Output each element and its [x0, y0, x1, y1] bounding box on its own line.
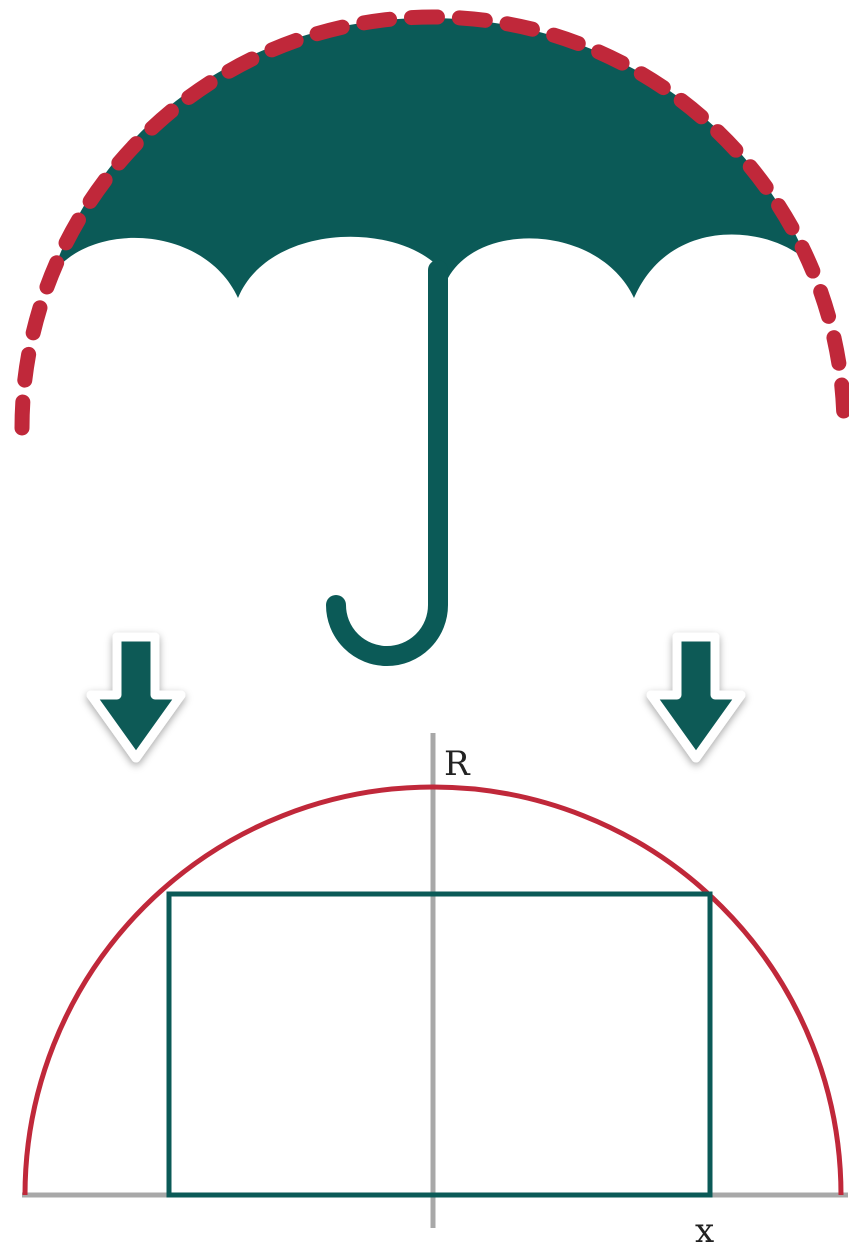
umbrella-icon — [52, 18, 808, 666]
umbrella-canopy — [52, 18, 808, 298]
semicircle — [22, 784, 844, 1196]
radius-label: R — [444, 744, 471, 784]
umbrella-handle — [326, 260, 448, 666]
down-arrow-icon — [86, 632, 186, 763]
inscribed-rectangle — [166, 891, 713, 1198]
down-arrow-icon — [646, 632, 746, 763]
x-label: x — [695, 1211, 714, 1244]
dashed-arc — [14, 9, 849, 436]
